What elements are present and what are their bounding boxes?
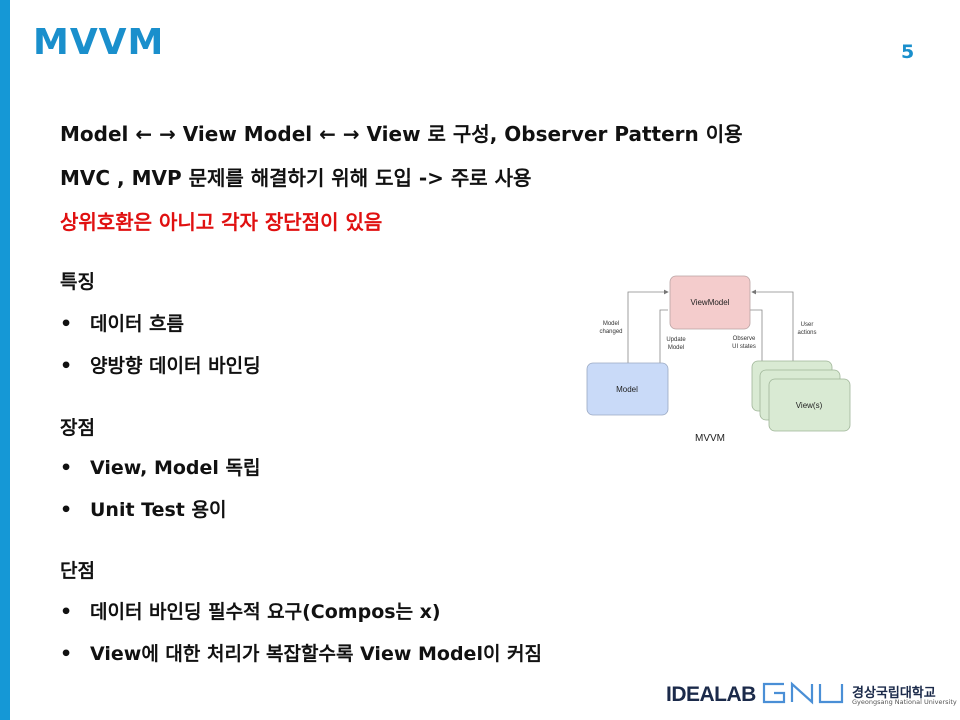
arrow-label-model-changed-2: changed [599, 329, 622, 335]
viewmodel-box [669, 275, 751, 330]
mvvm-diagram: ViewModel Model View(s) Model changed Up… [586, 275, 851, 444]
features-heading: 특징 [60, 271, 95, 293]
cons-heading: 단점 [60, 560, 95, 582]
left-accent-bar [0, 0, 10, 720]
views-label: View(s) [796, 401, 823, 410]
bullet-dot: • [60, 313, 73, 335]
idealab-logo: IDEALAB [666, 683, 756, 706]
slide-title: MVVM [33, 22, 165, 63]
pros-item: • View, Model 독립 [60, 453, 260, 480]
cons-item-text: 데이터 바인딩 필수적 요구(Compos는 x) [90, 601, 441, 623]
arrow-label-update-model-1: Update [666, 337, 686, 343]
arrow-label-update-model-2: Model [668, 345, 684, 351]
features-item-text: 데이터 흐름 [90, 313, 185, 335]
pros-heading: 장점 [60, 417, 95, 439]
diagram-arrows [627, 289, 794, 369]
features-item: • 양방향 데이터 바인딩 [60, 351, 261, 378]
pros-item-text: View, Model 독립 [90, 457, 261, 479]
bullet-dot: • [60, 643, 73, 665]
intro-line-3-highlight: 상위호환은 아니고 각자 장단점이 있음 [60, 210, 383, 234]
model-label: Model [616, 385, 638, 394]
cons-item: • 데이터 바인딩 필수적 요구(Compos는 x) [60, 597, 441, 624]
intro-line-2: MVC , MVP 문제를 해결하기 위해 도입 -> 주로 사용 [60, 166, 532, 190]
pros-item-text: Unit Test 용이 [90, 499, 227, 521]
features-item-text: 양방향 데이터 바인딩 [90, 355, 261, 377]
bullet-dot: • [60, 355, 73, 377]
bullet-dot: • [60, 601, 73, 623]
features-item: • 데이터 흐름 [60, 309, 184, 336]
bullet-dot: • [60, 499, 73, 521]
arrow-label-user-actions-2: actions [797, 330, 816, 336]
page-number: 5 [901, 41, 915, 63]
university-name-korean: 경상국립대학교 [852, 686, 936, 701]
arrow-label-observe-2: UI states [732, 344, 756, 350]
viewmodel-label: ViewModel [691, 298, 730, 307]
arrow-label-model-changed-1: Model [603, 321, 619, 327]
pros-item: • Unit Test 용이 [60, 495, 226, 522]
arrow-label-user-actions-1: User [801, 322, 814, 328]
cons-item: • View에 대한 처리가 복잡할수록 View Model이 커짐 [60, 639, 542, 666]
arrow-label-observe-1: Observe [733, 336, 756, 342]
university-name-english: Gyeongsang National University [852, 698, 957, 706]
bullet-dot: • [60, 457, 73, 479]
model-box [586, 362, 669, 416]
gnu-logo [762, 681, 844, 705]
diagram-caption: MVVM [695, 433, 725, 444]
view-box-front [768, 378, 851, 432]
cons-item-text: View에 대한 처리가 복잡할수록 View Model이 커짐 [90, 643, 543, 665]
intro-line-1: Model ← → View Model ← → View 로 구성, Obse… [60, 122, 743, 146]
